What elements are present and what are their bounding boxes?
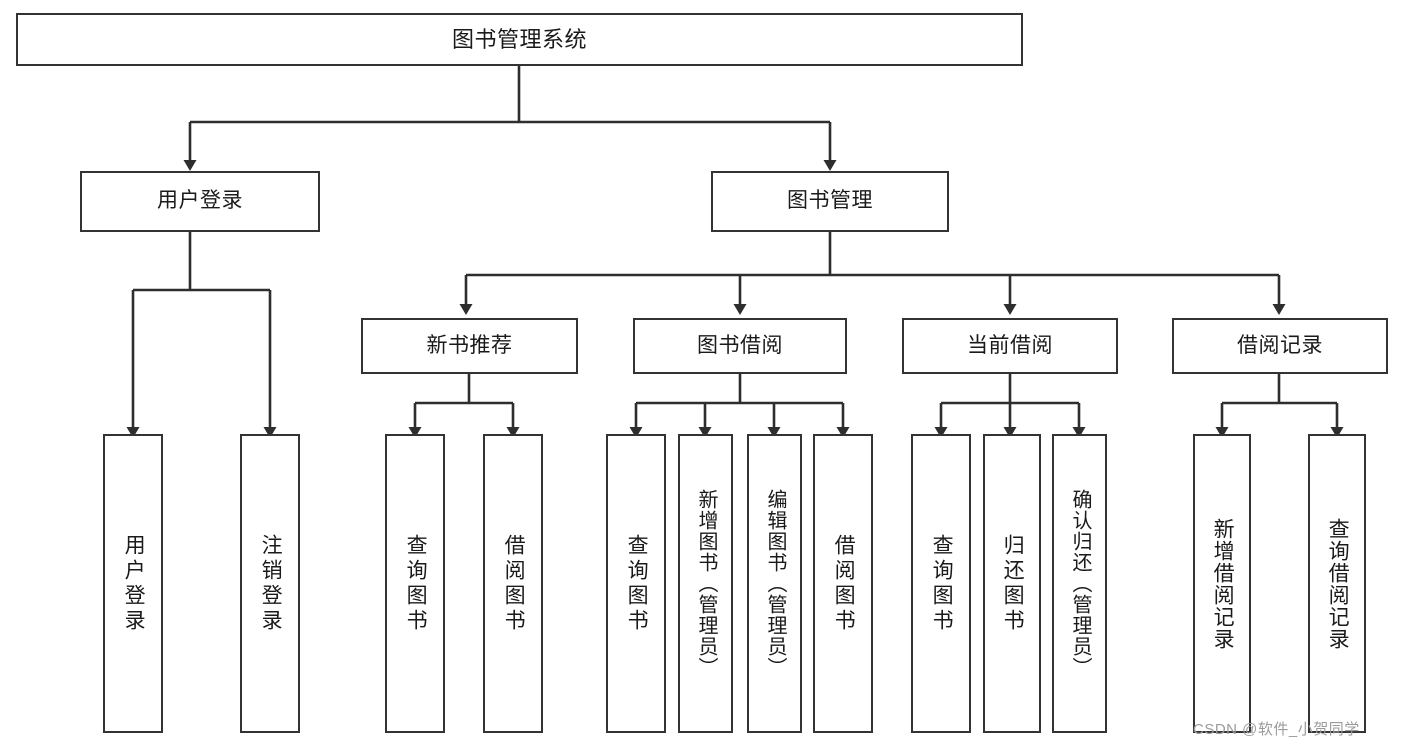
node-book-borrow-label: 图书借阅 bbox=[697, 333, 783, 357]
leaf-return-book[interactable]: 归还图书 bbox=[983, 434, 1041, 733]
node-borrow-record[interactable]: 借阅记录 bbox=[1172, 318, 1388, 374]
leaf-query-borrow-record[interactable]: 查询借阅记录 bbox=[1308, 434, 1366, 733]
leaf-add-book-admin-label: 新增图书（管理员） bbox=[695, 489, 717, 678]
leaf-user-login-label: 用户登录 bbox=[122, 533, 146, 634]
leaf-borrow-book-recommend-label: 借阅图书 bbox=[502, 533, 526, 634]
leaf-confirm-return-admin-label: 确认归还（管理员） bbox=[1069, 489, 1091, 678]
node-current-borrow-label: 当前借阅 bbox=[967, 333, 1053, 357]
leaf-borrow-book-label: 借阅图书 bbox=[832, 533, 856, 634]
leaf-query-book-current[interactable]: 查询图书 bbox=[911, 434, 971, 733]
leaf-return-book-label: 归还图书 bbox=[1001, 533, 1025, 634]
leaf-query-book-current-label: 查询图书 bbox=[930, 533, 954, 634]
leaf-edit-book-admin-label: 编辑图书（管理员） bbox=[764, 489, 786, 678]
node-current-borrow[interactable]: 当前借阅 bbox=[902, 318, 1118, 374]
csdn-watermark: CSDN @软件_小贺同学 bbox=[1193, 721, 1360, 738]
leaf-logout[interactable]: 注销登录 bbox=[240, 434, 300, 733]
node-book-borrow[interactable]: 图书借阅 bbox=[633, 318, 847, 374]
node-root-label: 图书管理系统 bbox=[451, 26, 587, 52]
node-new-book-recommend-label: 新书推荐 bbox=[426, 333, 513, 357]
leaf-borrow-book-recommend[interactable]: 借阅图书 bbox=[483, 434, 543, 733]
node-book-management-label: 图书管理 bbox=[787, 189, 873, 213]
node-borrow-record-label: 借阅记录 bbox=[1237, 333, 1323, 357]
leaf-add-borrow-record-label: 新增借阅记录 bbox=[1211, 517, 1235, 650]
leaf-query-book-recommend[interactable]: 查询图书 bbox=[385, 434, 445, 733]
leaf-query-book-borrow-label: 查询图书 bbox=[625, 533, 649, 634]
leaf-user-login[interactable]: 用户登录 bbox=[103, 434, 163, 733]
leaf-query-borrow-record-label: 查询借阅记录 bbox=[1326, 517, 1350, 650]
node-book-management[interactable]: 图书管理 bbox=[711, 171, 949, 232]
leaf-query-book-borrow[interactable]: 查询图书 bbox=[606, 434, 666, 733]
leaf-logout-label: 注销登录 bbox=[259, 533, 283, 634]
leaf-borrow-book[interactable]: 借阅图书 bbox=[813, 434, 873, 733]
node-user-login[interactable]: 用户登录 bbox=[80, 171, 320, 232]
leaf-confirm-return-admin[interactable]: 确认归还（管理员） bbox=[1052, 434, 1107, 733]
leaf-add-borrow-record[interactable]: 新增借阅记录 bbox=[1193, 434, 1251, 733]
node-root-book-management-system[interactable]: 图书管理系统 bbox=[16, 13, 1023, 66]
leaf-edit-book-admin[interactable]: 编辑图书（管理员） bbox=[747, 434, 802, 733]
leaf-add-book-admin[interactable]: 新增图书（管理员） bbox=[678, 434, 733, 733]
node-user-login-label: 用户登录 bbox=[157, 189, 243, 213]
leaf-query-book-recommend-label: 查询图书 bbox=[404, 533, 428, 634]
node-new-book-recommend[interactable]: 新书推荐 bbox=[361, 318, 578, 374]
